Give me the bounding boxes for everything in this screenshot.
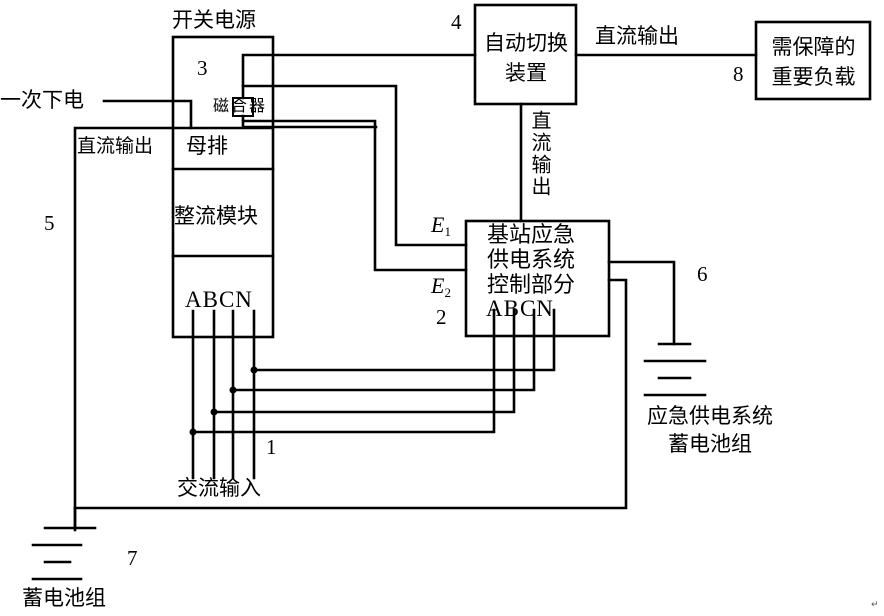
e1-wire: [241, 84, 468, 247]
busbar-tap-wire: [241, 114, 378, 129]
important-load-box: [754, 20, 872, 101]
important-load-line2: 重要负载: [771, 65, 856, 89]
ac-input-number: 1: [266, 435, 277, 459]
left-line-number: 5: [44, 211, 55, 235]
left-dc-output-wire: [73, 126, 175, 532]
switching-power-supply-title: 开关电源: [172, 8, 256, 32]
battery-group-label: 蓄电池组: [22, 586, 106, 610]
auto-switch-line2: 装置: [505, 61, 547, 85]
rectifier-phase-labels: ABCN: [185, 287, 253, 312]
left-dc-output-label: 直流输出: [77, 135, 154, 157]
mains-power-off-label: 一次下电: [0, 88, 84, 112]
junction-dot-n: [250, 366, 258, 374]
return-mark: ↵: [871, 600, 879, 610]
important-load-line1: 需保障的: [771, 35, 856, 59]
switching-power-supply-number: 3: [197, 56, 208, 80]
control-unit-phase-labels: ABCN: [486, 296, 554, 321]
control-to-emergency-battery-wire: [607, 260, 676, 346]
vertical-dc-output-label: 直流输出: [528, 110, 552, 198]
battery-return-wire: [73, 278, 628, 510]
control-phase-n-wire: [252, 308, 556, 372]
top-dc-output-label: 直流输出: [595, 24, 679, 48]
magnetic-contactor-label: 磁合器: [213, 96, 266, 115]
mains-power-off-wire: [102, 99, 193, 130]
contactor-to-auto-switch-wire: [241, 53, 477, 100]
emergency-battery-line1: 应急供电系统: [647, 404, 773, 428]
junction-dot-c: [229, 386, 237, 394]
junction-dot-a: [189, 428, 197, 436]
e2-wire: [241, 119, 468, 272]
control-unit-line3: 控制部分: [487, 273, 576, 298]
control-unit-line2: 供电系统: [487, 248, 576, 273]
rectifier-module-label: 整流模块: [174, 204, 258, 228]
e1-label: E1: [431, 212, 451, 239]
control-unit-box: [464, 219, 611, 338]
emergency-battery-number: 6: [697, 262, 708, 286]
control-unit-line1: 基站应急: [487, 223, 576, 248]
control-phase-b-wire: [212, 308, 516, 414]
auto-switch-number: 4: [451, 10, 462, 34]
battery-group-number: 7: [127, 546, 138, 570]
auto-switch-line1: 自动切换: [484, 31, 568, 55]
busbar-label: 母排: [186, 134, 228, 158]
e2-label: E2: [431, 273, 451, 300]
junction-dot-b: [210, 408, 218, 416]
control-phase-c-wire: [231, 308, 536, 392]
switching-power-supply-box: [171, 35, 275, 339]
control-unit-number: 2: [436, 305, 447, 329]
important-load-number: 8: [733, 62, 744, 86]
ac-input-label: 交流输入: [177, 476, 261, 500]
emergency-battery-line2: 蓄电池组: [668, 432, 752, 456]
control-phase-a-wire: [191, 308, 496, 434]
